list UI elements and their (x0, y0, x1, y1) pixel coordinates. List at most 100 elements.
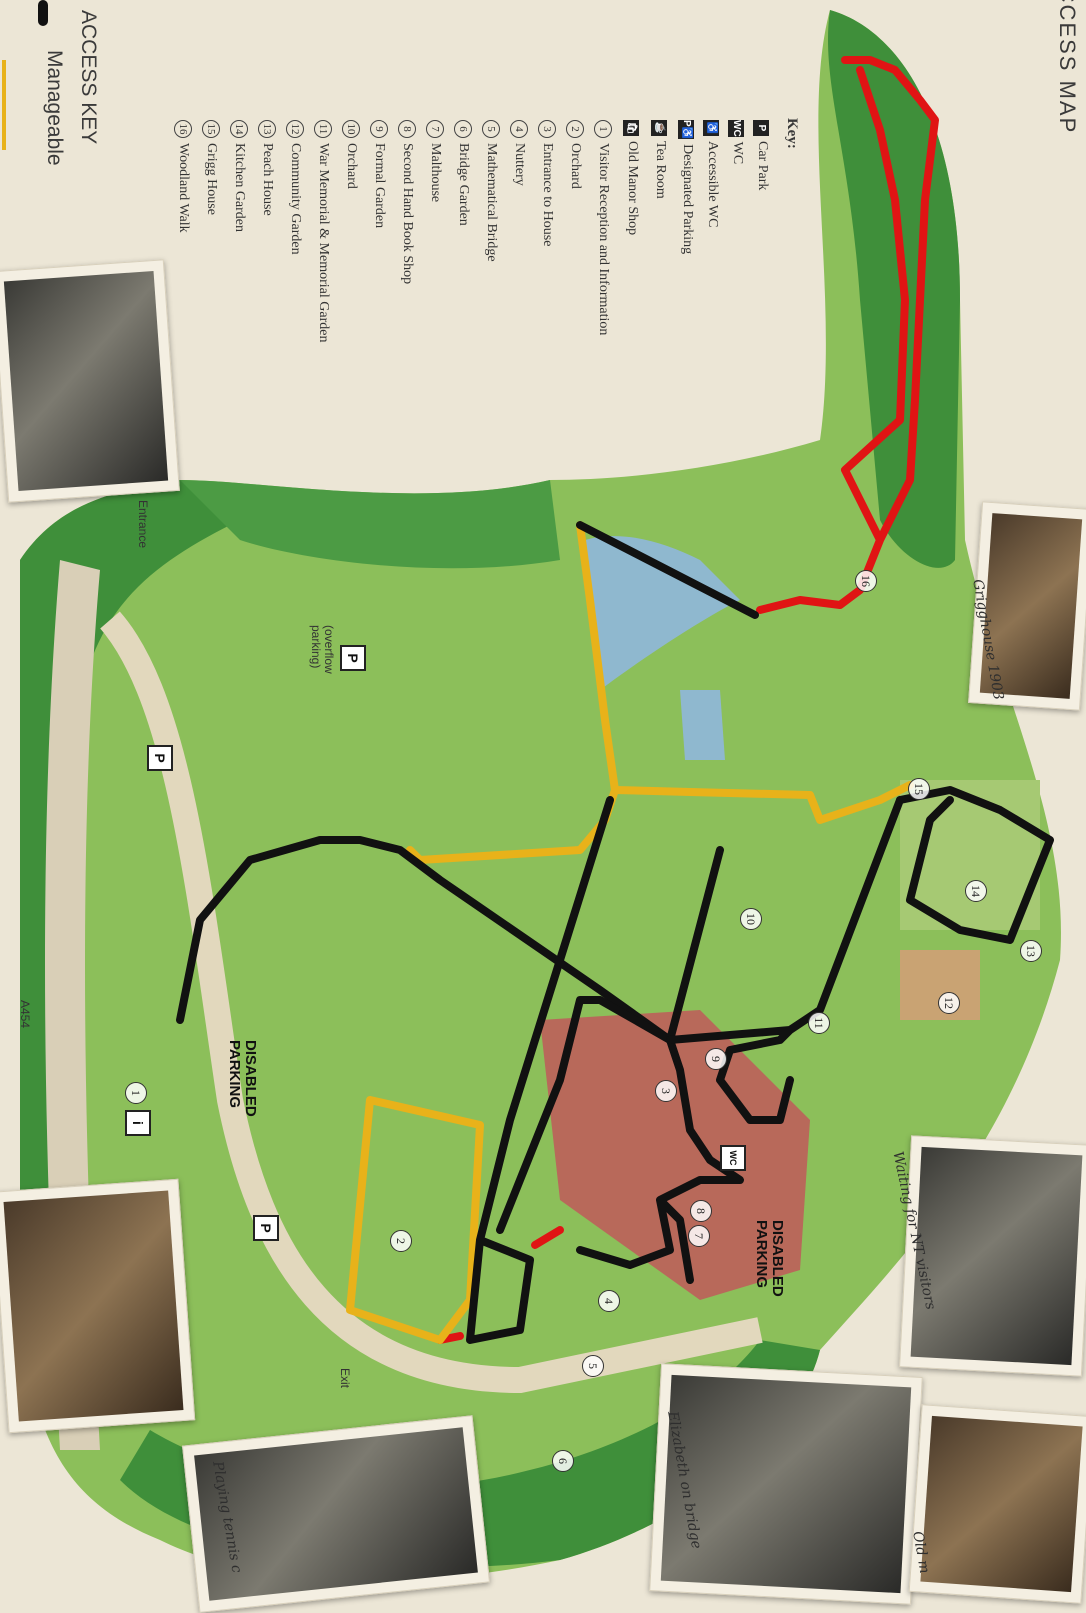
key-symbol-label: Tea Room (653, 141, 668, 199)
marker-11[interactable]: 11 (808, 1012, 830, 1034)
key-place-label: Peach House (260, 143, 275, 216)
marker-8[interactable]: 8 (690, 1200, 712, 1222)
designated-parking-icon: P♿ (678, 120, 694, 140)
key-number: 6 (454, 120, 472, 138)
marker-10[interactable]: 10 (740, 908, 762, 930)
key-place-label: Entrance to House (540, 143, 555, 247)
route-manageable-1 (576, 521, 759, 619)
photo-image (194, 1427, 478, 1601)
route-challenging-short (531, 1226, 564, 1249)
car-park-icon: P (340, 645, 366, 671)
key-place-label: Orchard (568, 143, 583, 189)
route-moderate-lake (406, 521, 619, 864)
marker-14[interactable]: 14 (965, 880, 987, 902)
key-place-15: 15Grigg House (202, 120, 220, 215)
key-place-label: Visitor Reception and Information (596, 143, 611, 336)
route-manageable-5 (666, 796, 904, 1124)
marker-7[interactable]: 7 (688, 1225, 710, 1247)
route-manageable-4 (496, 846, 724, 1234)
key-place-3: 3Entrance to House (538, 120, 556, 246)
key-place-label: War Memorial & Memorial Garden (316, 143, 331, 343)
shop-icon: 🛍 (623, 120, 639, 136)
key-place-13: 13Peach House (258, 120, 276, 216)
key-place-4: 4Nuttery (510, 120, 528, 186)
key-place-label: Grigg House (204, 143, 219, 215)
wc-icon: WC (720, 1145, 746, 1171)
key-number: 11 (314, 120, 332, 138)
marker-2[interactable]: 2 (390, 1230, 412, 1252)
marker-1[interactable]: 1 (125, 1082, 147, 1104)
entrance-label: Entrance (136, 500, 150, 549)
key-place-12: 12Community Garden (286, 120, 304, 255)
pond (680, 690, 725, 760)
key-number: 3 (538, 120, 556, 138)
key-symbol-label: Old Manor Shop (625, 141, 640, 236)
photo-top-left (0, 259, 180, 503)
route-manageable-kitchen (896, 786, 1054, 944)
key-place-14: 14Kitchen Garden (230, 120, 248, 232)
key-symbol-label: Accessible WC (705, 141, 720, 228)
access-key-manageable-label: Manageable (43, 50, 66, 166)
key-number: 8 (398, 120, 416, 138)
photo-image (910, 1146, 1083, 1366)
route-challenging-woodland (756, 56, 939, 614)
marker-6[interactable]: 6 (552, 1450, 574, 1472)
marker-12[interactable]: 12 (938, 992, 960, 1014)
key-place-label: Malthouse (428, 143, 443, 203)
key-number: 7 (426, 120, 444, 138)
key-place-label: Nuttery (512, 143, 527, 186)
photo-image (3, 1190, 184, 1422)
key-place-1: 1Visitor Reception and Information (594, 120, 612, 335)
key-number: 1 (594, 120, 612, 138)
access-key-manageable-swatch (38, 0, 48, 26)
key-place-label: Woodland Walk (176, 143, 191, 233)
key-symbol-label: Designated Parking (680, 144, 695, 255)
marker-9[interactable]: 9 (705, 1048, 727, 1070)
key-symbol-label: Car Park (755, 141, 770, 191)
road-label: A454 (18, 1000, 32, 1029)
key-place-label: Orchard (344, 143, 359, 189)
marker-3[interactable]: 3 (655, 1080, 677, 1102)
route-moderate-east (611, 781, 914, 824)
overflow-parking-note: (overflow parking) (309, 625, 336, 674)
marker-16[interactable]: 16 (855, 570, 877, 592)
key-place-2: 2Orchard (566, 120, 584, 189)
tree-belt-top (180, 480, 560, 569)
key-place-9: 9Formal Garden (370, 120, 388, 228)
car-park-icon: P (253, 1215, 279, 1241)
disabled-parking-label-2: DISABLED PARKING (753, 1220, 786, 1297)
key-number: 9 (370, 120, 388, 138)
access-key-heading: ACCESS KEY (77, 10, 100, 145)
route-manageable-2 (466, 796, 614, 1344)
key-place-label: Bridge Garden (456, 143, 471, 226)
key-place-8: 8Second Hand Book Shop (398, 120, 416, 284)
marker-4[interactable]: 4 (598, 1290, 620, 1312)
car-park-icon: P (147, 745, 173, 771)
photo-bottom-left (0, 1178, 196, 1434)
marker-5[interactable]: 5 (582, 1355, 604, 1377)
photo-old (908, 1404, 1086, 1604)
marker-13[interactable]: 13 (1020, 940, 1042, 962)
key-number: 16 (174, 120, 192, 138)
key-place-10: 10Orchard (342, 120, 360, 189)
route-moderate-orchard (346, 1096, 484, 1344)
info-icon: i (125, 1110, 151, 1136)
key-place-label: Kitchen Garden (232, 143, 247, 233)
key-place-11: 11War Memorial & Memorial Garden (314, 120, 332, 342)
route-manageable-3 (176, 836, 744, 1284)
tea-room-icon: ☕ (651, 120, 667, 136)
wc-icon: WC (728, 120, 744, 137)
key-symbol-wc: WCWC (728, 120, 745, 164)
key-place-label: Formal Garden (372, 143, 387, 229)
key-symbol-shop: 🛍 Old Manor Shop (623, 120, 640, 235)
disabled-parking-label-1: DISABLED PARKING (226, 1040, 259, 1117)
lake (585, 536, 740, 690)
key-heading: Key: (784, 118, 800, 149)
access-key-moderate-swatch (2, 60, 6, 150)
car-park-icon: P (753, 120, 769, 136)
key-number: 14 (230, 120, 248, 138)
key-place-label: Community Garden (288, 143, 303, 255)
key-place-label: Second Hand Book Shop (400, 143, 415, 285)
marker-15[interactable]: 15 (908, 778, 930, 800)
house-building (540, 1010, 810, 1300)
